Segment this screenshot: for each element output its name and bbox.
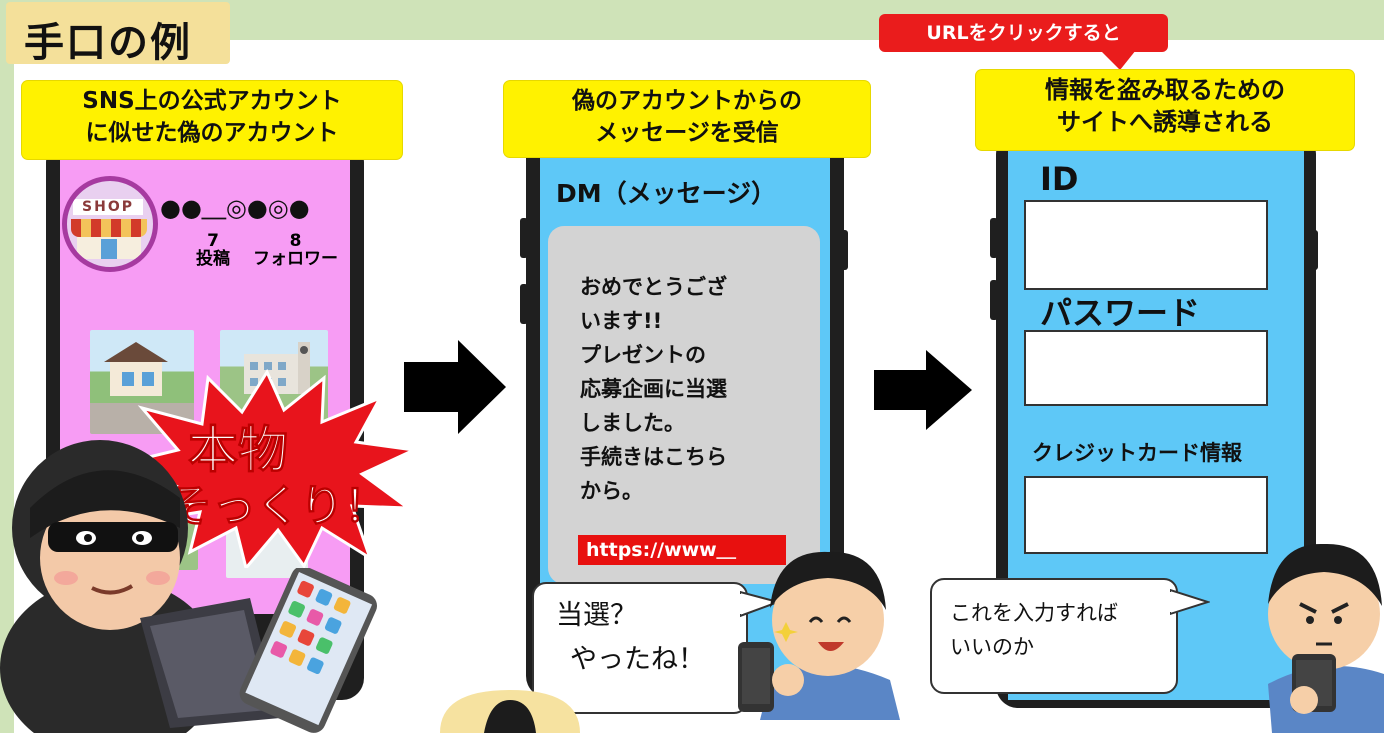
page-title: 手口の例 [24, 20, 192, 66]
speech-input-line2: いいのか [950, 635, 1034, 659]
side-button [840, 230, 848, 270]
speech-input-line1: これを入力すれば [950, 601, 1118, 625]
id-field-label: ID [1040, 160, 1079, 198]
building-icon [244, 342, 310, 394]
credit-card-input[interactable] [1024, 476, 1268, 554]
panel3-label-line2: サイトへ誘導される [1057, 108, 1273, 136]
dm-message-bubble [548, 226, 820, 584]
panel1-label: SNS上の公式アカウント に似せた偽のアカウント [22, 81, 402, 159]
tablet-icon [239, 568, 378, 733]
speech-tail [1170, 588, 1210, 616]
panel1-label-line1: SNS上の公式アカウント [82, 88, 342, 114]
house-icon [104, 342, 168, 396]
stat-posts-label: 投稿 [196, 249, 230, 269]
person-icon [1268, 543, 1384, 733]
burst-line1: 本物 [188, 421, 289, 480]
speech-tail [740, 590, 780, 618]
shop-sign: SHOP [73, 199, 143, 215]
arrow-right-icon [404, 340, 506, 434]
warning-burst-icon [118, 368, 416, 568]
account-name: ●●＿◎●◎● [160, 194, 310, 222]
panel3-label-line1: 情報を盗み取るための [1045, 76, 1285, 104]
speech-bubble-input [930, 578, 1178, 694]
arrow-right-icon [874, 350, 972, 430]
speech-happy-line2: やったね！ [570, 644, 705, 675]
burst-line2: そっくり！ [168, 481, 389, 533]
password-field-label: パスワード [1040, 294, 1201, 332]
stat-followers: 8 フォロワー [253, 232, 338, 268]
click-banner: URLをクリックすると [879, 14, 1168, 52]
side-button [520, 284, 528, 324]
speech-happy-line1: 当選？ [556, 600, 637, 631]
panel3-label: 情報を盗み取るための サイトへ誘導される [976, 70, 1354, 150]
phishing-link[interactable]: https://www＿ [578, 535, 786, 565]
stat-followers-value: 8 [289, 231, 302, 251]
card-field-label: クレジットカード情報 [1032, 441, 1242, 465]
banner-tail [1100, 50, 1136, 70]
dm-header: DM（メッセージ） [556, 179, 777, 208]
stat-followers-label: フォロワー [253, 249, 338, 269]
dm-message-text: おめでとうござ います!! プレゼントの 応募企画に当選 しました。 手続きはこ… [580, 275, 727, 503]
person-icon [738, 551, 900, 720]
side-button [990, 280, 998, 320]
panel2-label: 偽のアカウントからの メッセージを受信 [504, 81, 870, 157]
left-band [0, 0, 14, 733]
post-photo-house[interactable] [90, 330, 194, 434]
side-button [520, 218, 528, 258]
panel2-label-line2: メッセージを受信 [595, 120, 779, 146]
panel1-label-line2: に似せた偽のアカウント [85, 120, 339, 146]
side-button [990, 218, 998, 258]
shop-avatar[interactable]: SHOP [62, 176, 158, 272]
side-button [1310, 230, 1318, 270]
person-head-partial-icon [440, 690, 580, 733]
title-box: 手口の例 [6, 2, 230, 66]
shop-door [101, 239, 117, 259]
id-input[interactable] [1024, 200, 1268, 290]
stat-posts: 7 投稿 [196, 232, 230, 268]
password-input[interactable] [1024, 330, 1268, 406]
speech-bubble-happy [532, 582, 748, 714]
shop-icon [71, 219, 147, 237]
stat-posts-value: 7 [207, 231, 219, 251]
panel2-label-line1: 偽のアカウントからの [572, 88, 802, 114]
